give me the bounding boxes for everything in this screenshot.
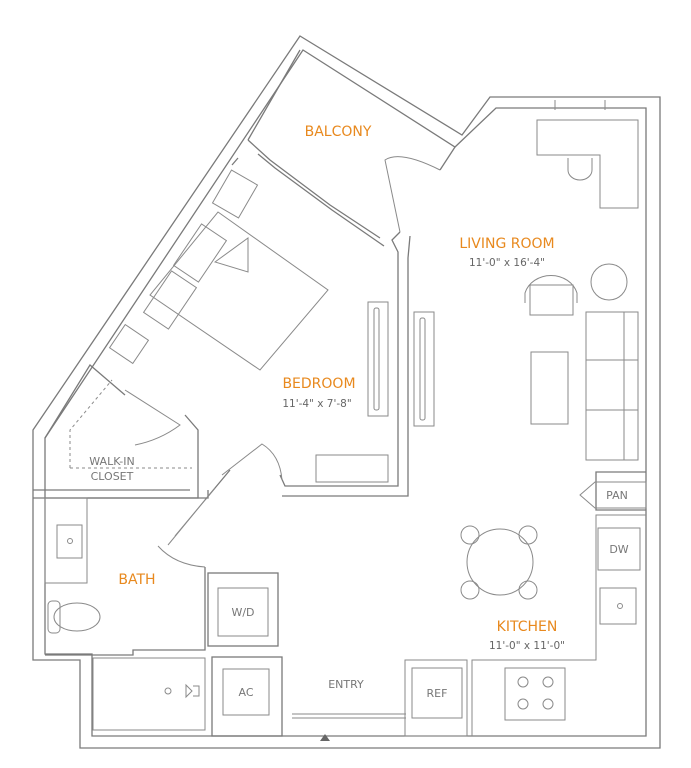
living-room-dimensions: 11'-0" x 16'-4" [469,257,545,269]
pantry-label: PAN [606,489,628,502]
kitchen: PAN DW REF KITCHEN 11'-0" x 11'-0" [404,471,647,737]
balcony: BALCONY [247,49,606,247]
balcony-label: BALCONY [305,124,372,140]
kitchen-dimensions: 11'-0" x 11'-0" [489,640,565,652]
washer-dryer-label: W/D [231,606,254,619]
living-room-label: LIVING ROOM [459,236,554,252]
bedroom-walls: BEDROOM 11'-4" x 7'-8" [108,157,435,501]
bedroom-dimensions: 11'-4" x 7'-8" [282,398,351,410]
entry-arrow-icon [320,734,330,741]
refrigerator-label: REF [427,687,448,700]
bath: BATH [44,487,216,731]
bedroom-label: BEDROOM [282,376,355,392]
living-room: LIVING ROOM 11'-0" x 16'-4" [459,119,639,461]
entry: ENTRY [292,678,406,741]
ac-label: AC [238,686,253,699]
dishwasher-label: DW [609,543,628,556]
kitchen-label: KITCHEN [497,619,558,635]
closet-label-line1: WALK-IN [89,455,134,468]
entry-label: ENTRY [328,678,364,691]
closet-label-line2: CLOSET [91,470,134,483]
utility: W/D AC [207,572,283,737]
outer-walls [32,35,661,749]
walk-in-closet: WALK-IN CLOSET [33,364,199,499]
bath-label: BATH [118,572,155,588]
